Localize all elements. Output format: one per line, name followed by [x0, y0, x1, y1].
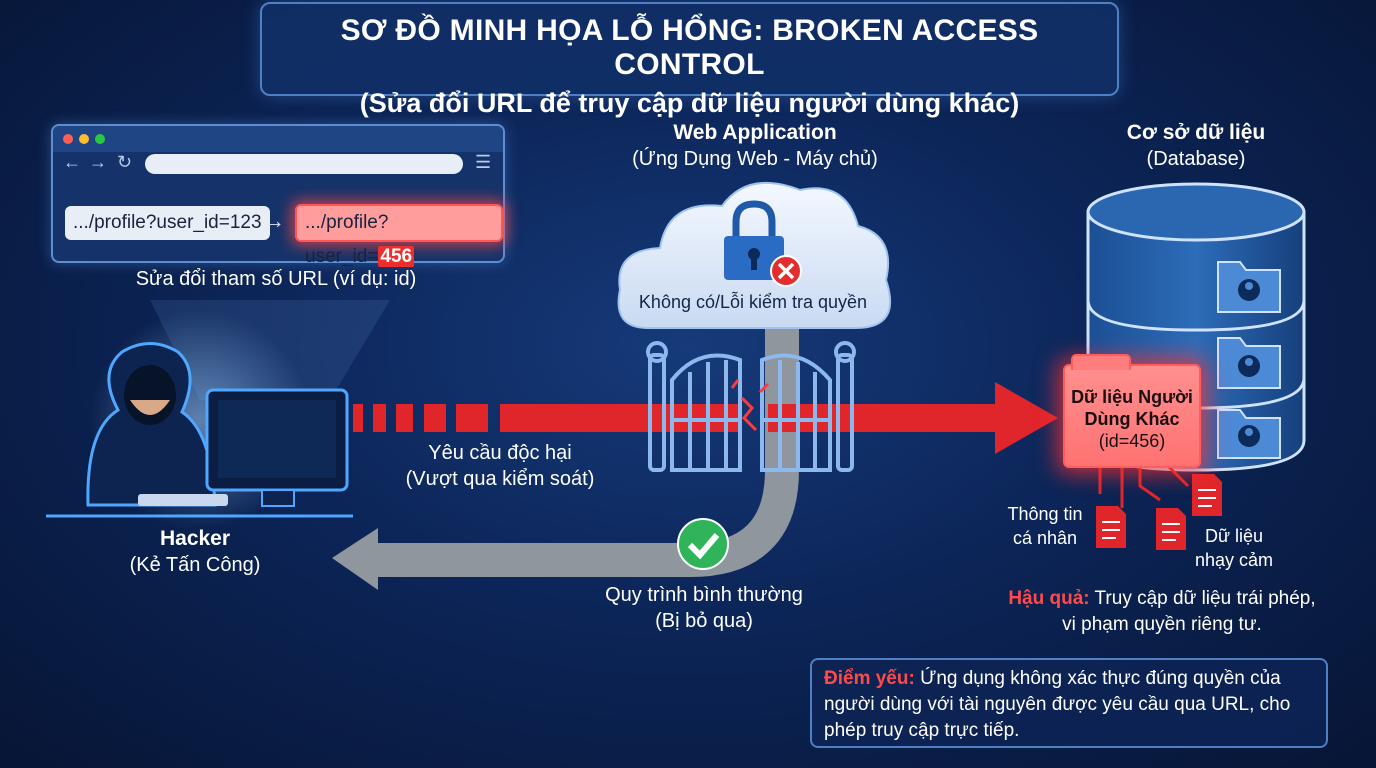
- browser-window: ← → ↻ ☰ .../profile?user_id=123 → .../pr…: [51, 124, 505, 267]
- user-folder-icon: [1217, 261, 1281, 313]
- menu-icon: ☰: [475, 152, 492, 172]
- consequence-text1: Truy cập dữ liệu trái phép,: [1094, 588, 1316, 609]
- hacker-figure: [46, 310, 353, 530]
- database-name: Cơ sở dữ liệu: [1126, 121, 1266, 144]
- cloud-text: Không có/Lỗi kiểm tra quyền: [638, 292, 868, 312]
- minimize-dot: [79, 134, 89, 144]
- maximize-dot: [95, 134, 105, 144]
- reload-icon: ↻: [117, 152, 133, 172]
- webapp-subtitle: (Ứng Dụng Web - Máy chủ): [632, 148, 878, 170]
- document-icon: [1096, 506, 1126, 548]
- forward-icon: →: [89, 152, 107, 172]
- hacker-label: Hacker (Kẻ Tấn Công): [95, 526, 295, 578]
- personal-info-label: Thông tin cá nhân: [998, 502, 1092, 550]
- personal-line1: Thông tin: [1007, 504, 1083, 524]
- sensitive-line1: Dữ liệu: [1204, 526, 1264, 546]
- consequence-text: Hậu quả: Truy cập dữ liệu trái phép, vi …: [960, 586, 1364, 638]
- url-modified: .../profile?user_id=456: [295, 204, 503, 267]
- close-dot: [63, 134, 73, 144]
- card-line2: Dùng Khác: [1084, 409, 1180, 429]
- personal-line2: cá nhân: [1012, 528, 1078, 548]
- document-icon: [1156, 508, 1186, 550]
- user-folder-icon: [1217, 409, 1281, 459]
- weakness-box: Điểm yếu: Ứng dụng không xác thực đúng q…: [810, 658, 1328, 748]
- consequence-label: Hậu quả:: [1008, 588, 1090, 609]
- arrow-right-icon: →: [263, 208, 285, 233]
- title-line2: (Sửa đổi URL để truy cập dữ liệu người d…: [359, 88, 1020, 118]
- title-box: SƠ ĐỒ MINH HỌA LỖ HỔNG: BROKEN ACCESS CO…: [260, 2, 1119, 118]
- card-line1: Dữ liệu Người: [1071, 387, 1193, 407]
- title-line1: SƠ ĐỒ MINH HỌA LỖ HỔNG: BROKEN ACCESS CO…: [340, 14, 1039, 81]
- hacker-subtitle: (Kẻ Tấn Công): [129, 554, 261, 576]
- check-icon: [677, 518, 729, 570]
- address-bar: [145, 154, 463, 174]
- gate-break: [730, 379, 770, 432]
- card-line3: (id=456): [1098, 431, 1166, 451]
- error-x-icon: [770, 255, 802, 287]
- weakness-label: Điểm yếu:: [824, 668, 915, 689]
- browser-titlebar: [53, 126, 503, 152]
- database-subtitle: (Database): [1146, 148, 1246, 170]
- normal-flow-label: Quy trình bình thường (Bị bỏ qua): [582, 582, 826, 634]
- url-original: .../profile?user_id=123: [65, 206, 270, 240]
- leaked-data-card: Dữ liệu Người Dùng Khác (id=456): [1063, 354, 1201, 468]
- gate: [646, 341, 856, 472]
- webapp-name: Web Application: [673, 121, 837, 144]
- consequence-text2: vi phạm quyền riêng tư.: [1062, 614, 1262, 635]
- url-modified-id: 456: [378, 246, 415, 267]
- lock-icon: [724, 200, 784, 280]
- weakness-text: Ứng dụng không xác thực đúng quyền của n…: [824, 668, 1291, 741]
- normal-flow-line2: (Bị bỏ qua): [655, 610, 753, 632]
- database-label: Cơ sở dữ liệu (Database): [1096, 120, 1296, 172]
- attack-line2: (Vượt qua kiểm soát): [405, 468, 595, 490]
- webapp-label: Web Application (Ứng Dụng Web - Máy chủ): [600, 120, 910, 172]
- user-folder-icon: [1217, 337, 1281, 389]
- data-leak-lines: [1098, 464, 1190, 508]
- document-icon: [1192, 474, 1222, 516]
- url-modified-prefix: .../profile?user_id=: [305, 212, 389, 267]
- sensitive-line2: nhạy cảm: [1194, 550, 1274, 570]
- normal-flow-line1: Quy trình bình thường: [605, 584, 803, 606]
- sensitive-data-label: Dữ liệu nhạy cảm: [1186, 524, 1282, 572]
- attack-line1: Yêu cầu độc hại: [428, 442, 572, 464]
- hacker-name: Hacker: [159, 527, 231, 550]
- browser-caption: Sửa đổi tham số URL (ví dụ: id): [135, 268, 417, 290]
- back-icon: ←: [63, 152, 81, 172]
- attack-label: Yêu cầu độc hại (Vượt qua kiểm soát): [380, 440, 620, 492]
- folder-tab: [1071, 354, 1131, 370]
